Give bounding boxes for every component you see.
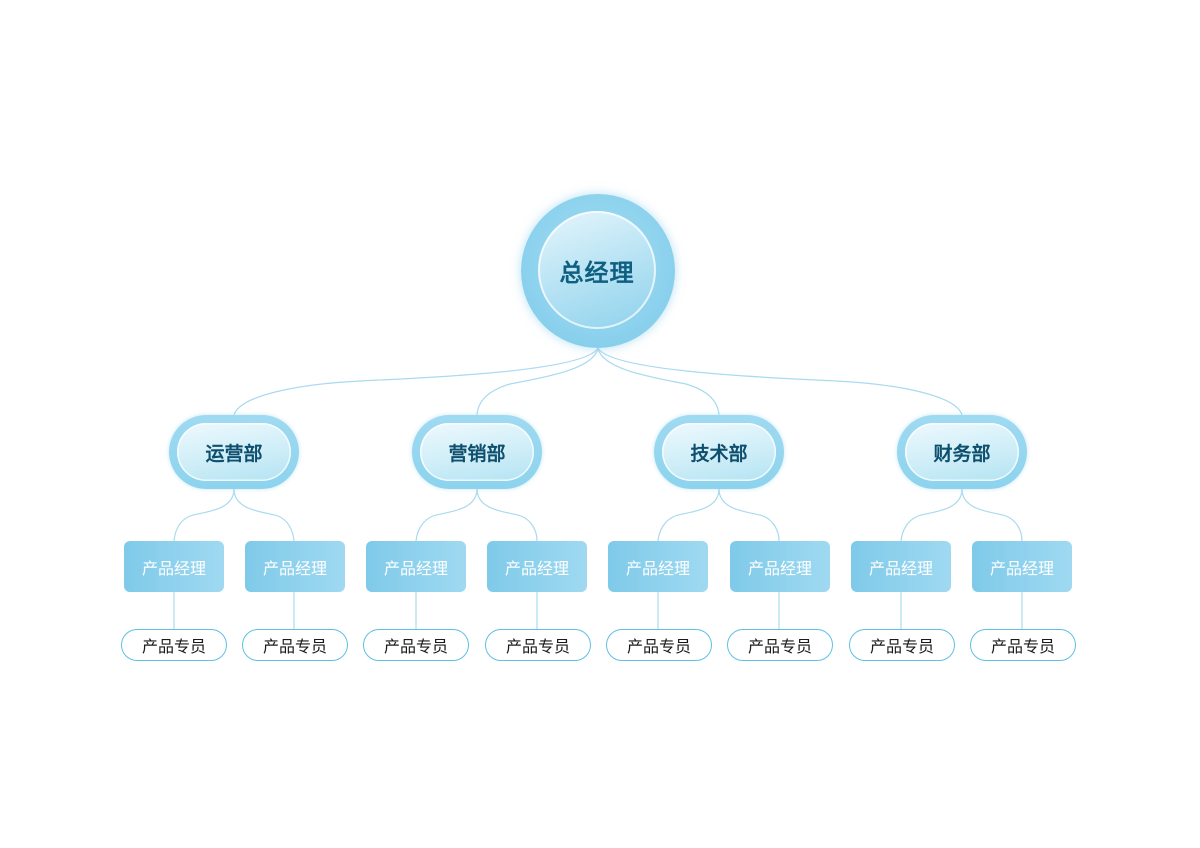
manager-node[interactable]: 产品经理	[245, 541, 345, 592]
manager-node-label: 产品经理	[383, 558, 448, 578]
dept-node-inner: 财务部	[905, 423, 1019, 481]
manager-node[interactable]: 产品经理	[124, 541, 224, 592]
connector-dept1-mgr2	[233, 488, 295, 542]
staff-node[interactable]: 产品专员	[727, 629, 833, 661]
manager-node-label: 产品经理	[262, 558, 327, 578]
manager-node-label: 产品经理	[989, 558, 1054, 578]
manager-node-label: 产品经理	[141, 558, 206, 578]
root-node-label: 总经理	[559, 258, 635, 287]
dept-node-inner: 营销部	[420, 423, 534, 481]
staff-node[interactable]: 产品专员	[363, 629, 469, 661]
staff-node-label: 产品专员	[747, 637, 812, 656]
staff-node[interactable]: 产品专员	[970, 629, 1076, 661]
manager-node-label: 产品经理	[625, 558, 690, 578]
connector-dept2-mgr1	[415, 488, 478, 542]
staff-node-label: 产品专员	[626, 637, 691, 656]
connector-dept4-mgr1	[900, 488, 963, 542]
connector-dept1-mgr1	[173, 488, 235, 542]
dept-node-finance[interactable]: 财务部	[897, 415, 1027, 489]
dept-node-label: 营销部	[448, 442, 506, 465]
connector-dept3-mgr1	[657, 488, 720, 542]
dept-node-operations[interactable]: 运营部	[169, 415, 299, 489]
staff-node[interactable]: 产品专员	[849, 629, 955, 661]
manager-node[interactable]: 产品经理	[972, 541, 1072, 592]
connector-dept4-mgr2	[961, 488, 1023, 542]
connector-root-dept-1	[233, 347, 599, 416]
dept-node-inner: 技术部	[662, 423, 776, 481]
manager-node-label: 产品经理	[747, 558, 812, 578]
dept-node-technology[interactable]: 技术部	[654, 415, 784, 489]
dept-node-inner: 运营部	[177, 423, 291, 481]
manager-node[interactable]: 产品经理	[851, 541, 951, 592]
staff-node-label: 产品专员	[869, 637, 934, 656]
manager-node-label: 产品经理	[504, 558, 569, 578]
connector-dept3-mgr2	[718, 488, 780, 542]
root-node[interactable]: 总经理	[521, 194, 675, 348]
dept-node-marketing[interactable]: 营销部	[412, 415, 542, 489]
staff-node[interactable]: 产品专员	[606, 629, 712, 661]
staff-node[interactable]: 产品专员	[121, 629, 227, 661]
staff-node-label: 产品专员	[141, 637, 206, 656]
connector-dept2-mgr2	[476, 488, 538, 542]
connector-root-dept-3	[597, 347, 720, 416]
connector-root-dept-4	[597, 347, 963, 416]
root-node-inner: 总经理	[538, 211, 656, 329]
manager-node[interactable]: 产品经理	[608, 541, 708, 592]
staff-node-label: 产品专员	[505, 637, 570, 656]
staff-node-label: 产品专员	[262, 637, 327, 656]
staff-node[interactable]: 产品专员	[242, 629, 348, 661]
dept-node-label: 运营部	[205, 442, 263, 465]
manager-node[interactable]: 产品经理	[487, 541, 587, 592]
dept-node-label: 技术部	[690, 442, 748, 465]
manager-node[interactable]: 产品经理	[730, 541, 830, 592]
staff-node-label: 产品专员	[383, 637, 448, 656]
manager-node-label: 产品经理	[868, 558, 933, 578]
connector-root-dept-2	[476, 347, 599, 416]
dept-node-label: 财务部	[933, 442, 991, 465]
staff-node[interactable]: 产品专员	[485, 629, 591, 661]
staff-node-label: 产品专员	[990, 637, 1055, 656]
manager-node[interactable]: 产品经理	[366, 541, 466, 592]
